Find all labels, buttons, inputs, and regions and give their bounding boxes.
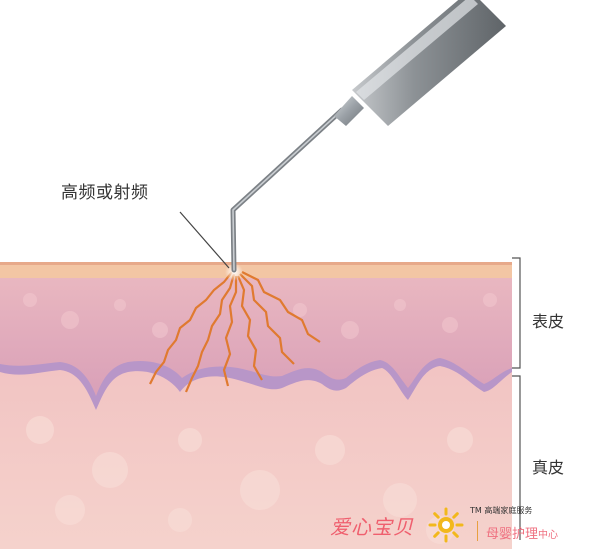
probe-needle (230, 107, 345, 273)
brand-center-text: 母婴护理中心 (486, 523, 558, 542)
epidermis-layer (0, 278, 512, 396)
probe-collar (334, 96, 364, 126)
probe-handle (352, 0, 506, 126)
brand-divider (477, 521, 478, 541)
epidermis-label: 表皮 (532, 312, 565, 331)
brand-center-main: 母婴护理 (486, 527, 539, 542)
probe-label: 高频或射频 (61, 183, 149, 203)
brand-tagline: TM 高端家庭服务 (470, 506, 533, 515)
dermis-texture (26, 416, 473, 544)
brand-watermark: 爱心宝贝 TM 高端家庭服务 母婴护理中心 (330, 505, 612, 549)
skin-surface (0, 262, 512, 278)
skin-surface-line (0, 262, 512, 265)
dermis-bracket (512, 375, 521, 540)
sunburst-logo-icon (428, 507, 464, 543)
brand-name: 爱心宝贝 (330, 515, 414, 539)
label-pointer-line (179, 211, 230, 269)
rf-energy-waves (149, 271, 321, 393)
epidermis-bracket (512, 257, 521, 369)
epidermis-texture (23, 293, 497, 339)
brand-center-small: 中心 (538, 530, 559, 541)
dermis-label: 真皮 (532, 458, 565, 477)
rf-probe (230, 0, 506, 273)
